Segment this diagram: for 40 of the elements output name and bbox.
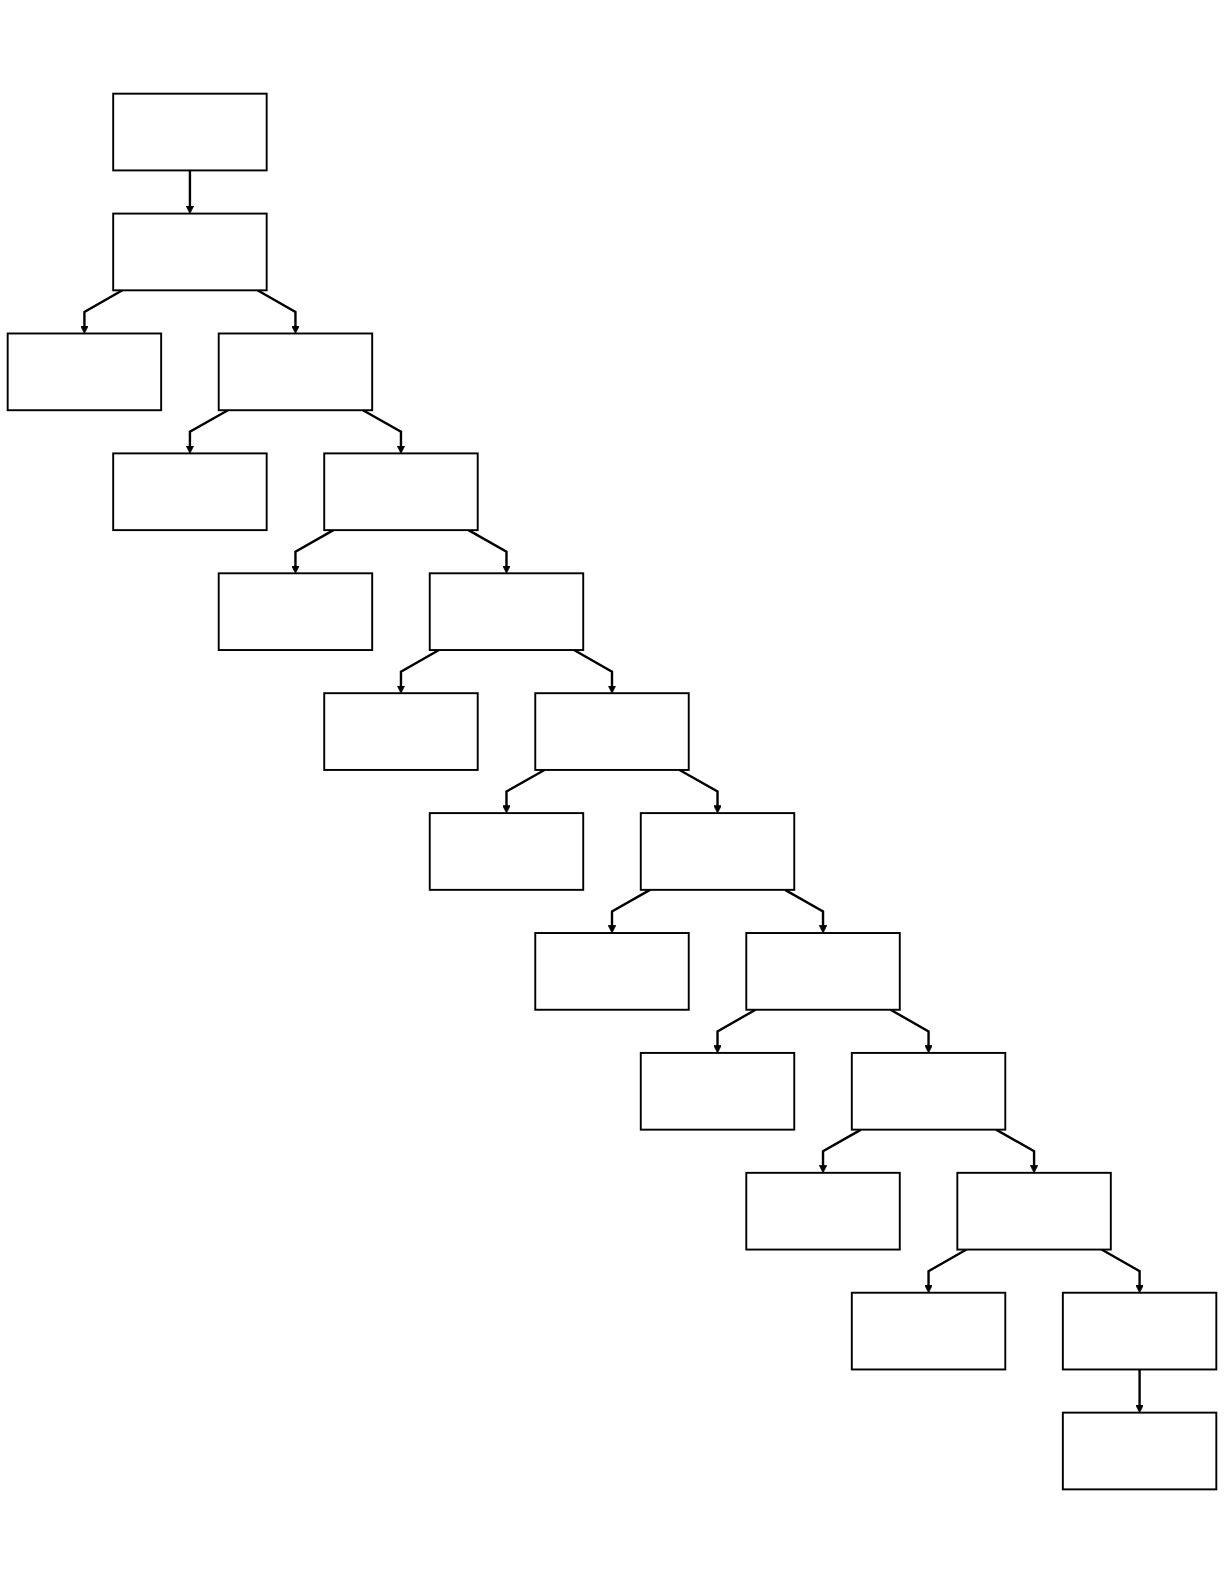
- arrow: [291, 529, 335, 575]
- arrow: [713, 1009, 757, 1054]
- node-box: [323, 692, 479, 772]
- arrow: [784, 889, 828, 934]
- arrow: [573, 649, 617, 695]
- arrow: [185, 170, 195, 215]
- arrow: [256, 289, 300, 335]
- node-box: [639, 812, 796, 892]
- arrow: [924, 1249, 968, 1294]
- node-box: [850, 1292, 1007, 1371]
- node-box: [217, 333, 374, 412]
- arrow: [502, 769, 546, 814]
- node-box: [850, 1052, 1007, 1132]
- arrow: [467, 529, 511, 575]
- arrow: [889, 1009, 933, 1054]
- node-box: [323, 452, 479, 532]
- arrow: [185, 409, 229, 455]
- arrow: [396, 649, 440, 695]
- node-box: [112, 452, 268, 532]
- arrow: [1135, 1369, 1144, 1414]
- node-box: [956, 1172, 1112, 1251]
- arrow: [678, 769, 722, 814]
- node-box: [217, 572, 374, 652]
- arrow: [818, 1129, 862, 1174]
- node-box: [745, 932, 901, 1012]
- node-box: [1061, 1412, 1218, 1491]
- node-box: [112, 213, 268, 292]
- arrow: [1101, 1249, 1144, 1294]
- node-box: [112, 93, 268, 172]
- node-box: [534, 932, 690, 1012]
- arrow: [995, 1129, 1039, 1174]
- node-box: [1061, 1292, 1218, 1371]
- node-box: [428, 812, 585, 892]
- node-box: [534, 692, 690, 772]
- node-box: [6, 333, 163, 412]
- arrow: [607, 889, 651, 934]
- arrow: [80, 289, 123, 335]
- node-box: [745, 1172, 901, 1251]
- node-box: [639, 1052, 796, 1132]
- node-box: [428, 572, 585, 652]
